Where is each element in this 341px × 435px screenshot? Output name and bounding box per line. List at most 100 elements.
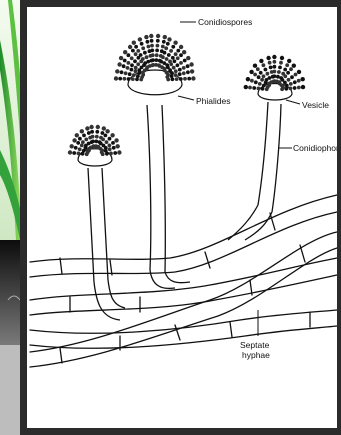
conidiospore-dot <box>174 52 178 56</box>
conidiospore-dot <box>136 49 140 53</box>
conidiospore-dot <box>175 77 179 81</box>
conidiospore-dot <box>95 135 99 139</box>
conidiospore-dot <box>292 63 296 67</box>
conidiospore-dot <box>126 66 130 70</box>
conidiospore-dot <box>74 146 78 150</box>
conidiospore-dot <box>81 140 85 144</box>
conidiospore-dot <box>146 40 150 44</box>
conidiospore-dot <box>155 58 159 62</box>
conidiospore-dot <box>132 73 136 77</box>
conidiospore-dot <box>111 141 115 145</box>
conidiospore-dot <box>89 125 93 129</box>
conidiospore-dot <box>132 41 136 45</box>
conidiospore-dot <box>273 74 277 78</box>
conidiospore-dot <box>294 73 298 77</box>
conidiospore-dot <box>293 86 297 90</box>
conidiospore-dot <box>252 86 256 90</box>
conidiospore-dot <box>269 66 273 70</box>
conidiospore-dot <box>108 144 112 148</box>
conidiospore-dot <box>101 138 105 142</box>
conidiospore-dot <box>131 77 135 81</box>
conidiospore-dot <box>155 49 159 53</box>
conidiospore-dot <box>87 131 91 135</box>
conidiospore-dot <box>101 131 105 135</box>
conidiospore-dot <box>259 71 263 75</box>
conidiospore-dot <box>297 86 301 90</box>
conidiospore-dot <box>150 49 154 53</box>
conidiospore-dot <box>77 152 81 156</box>
conidiospore-dot <box>284 87 288 91</box>
conidiospore-dot <box>285 84 289 88</box>
conidiospore-dot <box>84 138 88 142</box>
conidiospore-dot <box>293 80 297 84</box>
conidiospore-dot <box>91 135 95 139</box>
conidiospore-dot <box>115 69 119 73</box>
conidiospore-dot <box>117 150 121 154</box>
conidiospore-dot <box>165 57 169 61</box>
conidiospore-dot <box>182 71 186 75</box>
conidiospore-dot <box>128 72 132 76</box>
conidiospore-dot <box>110 133 114 137</box>
conidiospore-dot <box>182 66 186 70</box>
conidiospore-dot <box>257 75 261 79</box>
conidiospore-dot <box>280 56 284 60</box>
conidiospore-dot <box>273 65 277 69</box>
conidiospore-dot <box>176 49 180 53</box>
conidiospore-dot <box>105 129 109 133</box>
conidiospore-dot <box>256 67 260 71</box>
conidiospore-dot <box>301 85 305 89</box>
conidiospore-dot <box>128 45 132 49</box>
conidiospore-dot <box>169 62 173 66</box>
conidiospore-dot <box>171 77 175 81</box>
conidiospore-dot <box>285 63 289 67</box>
conidiospore-dot <box>176 56 180 60</box>
conidiospore-dot <box>297 70 301 74</box>
conidiospore-dot <box>127 77 131 81</box>
label-conidiophore: Conidiophore <box>293 143 341 153</box>
conidiospore-dot <box>268 61 272 65</box>
conidiospore-dot <box>151 53 155 57</box>
conidiospore-dot <box>287 78 291 82</box>
conidiospore-dot <box>114 76 118 80</box>
conidiospore-dot <box>91 140 95 144</box>
conidiospore-dot <box>80 144 84 148</box>
conidiospore-dot <box>141 46 145 50</box>
conidiospore-dot <box>167 53 171 57</box>
conidiospore-dot <box>191 76 195 80</box>
conidiospore-dot <box>76 141 80 145</box>
conidiospore-dot <box>161 55 165 59</box>
conidiospore-dot <box>266 56 270 60</box>
conidiospore-dot <box>126 61 130 65</box>
frame-right-edge <box>337 0 341 435</box>
conidiospore-dot <box>135 77 139 81</box>
conidiospore-dot <box>151 58 155 62</box>
conidiospore-dot <box>108 137 112 141</box>
conidiospore-dot <box>140 42 144 46</box>
conidiospore-dot <box>290 75 294 79</box>
conidiospore-dot <box>187 77 191 81</box>
conidiospore-dot <box>134 66 138 70</box>
conidiospore-dot <box>150 44 154 48</box>
conidiospore-dot <box>289 67 293 71</box>
conidiospore-dot <box>164 46 168 50</box>
conidiospore-dot <box>162 40 166 44</box>
label-conidiospores: Conidiospores <box>198 17 252 27</box>
label-vesicle: Vesicle <box>302 100 329 110</box>
conidiospore-dot <box>105 152 109 156</box>
label-hyphae: hyphae <box>242 350 270 360</box>
conidiospore-dot <box>246 77 250 81</box>
conidiospore-dot <box>155 53 159 57</box>
conidiospore-dot <box>95 130 99 134</box>
conidiospore-dot <box>250 79 254 83</box>
conidiospore-dot <box>133 59 137 63</box>
conidiospore-dot <box>101 152 105 156</box>
conidiospore-dot <box>131 49 135 53</box>
conidiospore-dot <box>166 78 170 82</box>
conidiospore-dot <box>70 144 74 148</box>
conidiospore-dot <box>143 51 147 55</box>
conidiospore-dot <box>85 126 89 130</box>
conidiospore-dot <box>78 137 82 141</box>
conidiospore-dot <box>163 35 167 39</box>
conidiospore-dot <box>124 71 128 75</box>
conidiospore-dot <box>182 50 186 54</box>
